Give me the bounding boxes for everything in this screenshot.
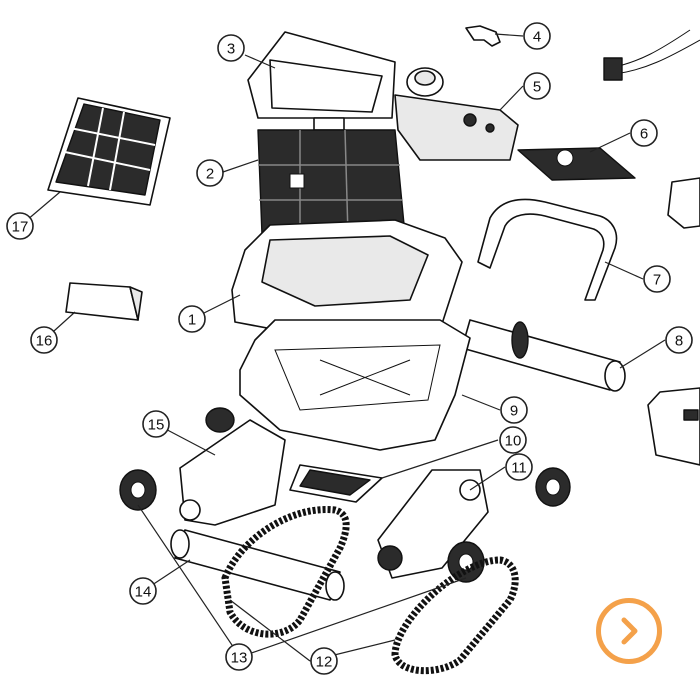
callout-15: 15	[142, 410, 170, 438]
callout-12: 12	[310, 647, 338, 675]
callout-16: 16	[30, 326, 58, 354]
chevron-right-icon	[621, 617, 638, 645]
filter-lid	[247, 31, 396, 131]
svg-text:8: 8	[675, 333, 683, 350]
filter-panel	[47, 97, 171, 206]
right-edge-part-a	[667, 177, 700, 229]
callout-14: 14	[129, 577, 157, 605]
svg-text:2: 2	[206, 166, 214, 183]
callout-9: 9	[500, 396, 528, 424]
filter-basket	[257, 129, 406, 236]
svg-text:15: 15	[148, 417, 165, 434]
base-plate	[289, 464, 383, 503]
clip-part	[465, 25, 501, 47]
callout-2: 2	[196, 159, 224, 187]
right-side-frame	[377, 469, 489, 579]
wheel-right	[535, 467, 571, 507]
svg-text:5: 5	[533, 79, 541, 96]
callout-1: 1	[178, 305, 206, 333]
callout-7: 7	[643, 265, 671, 293]
right-edge-part-b	[647, 387, 700, 466]
callout-5: 5	[523, 72, 551, 100]
svg-text:9: 9	[510, 403, 518, 420]
svg-text:12: 12	[316, 654, 333, 671]
track-left	[221, 506, 350, 638]
pump-motor-unit	[394, 67, 519, 161]
callout-10: 10	[499, 426, 527, 454]
svg-text:17: 17	[12, 219, 29, 236]
svg-text:10: 10	[505, 433, 522, 450]
svg-text:13: 13	[231, 650, 248, 667]
callout-13: 13	[225, 643, 253, 671]
track-right	[391, 556, 519, 675]
svg-text:4: 4	[533, 29, 541, 46]
callout-17: 17	[6, 212, 34, 240]
rear-roller	[461, 319, 626, 392]
svg-text:11: 11	[511, 460, 527, 477]
callout-11: 11	[505, 453, 533, 481]
svg-text:1: 1	[188, 312, 196, 329]
svg-text:14: 14	[135, 584, 152, 601]
wheel-left	[119, 469, 157, 511]
left-side-frame	[179, 407, 286, 526]
power-cable	[603, 29, 700, 81]
svg-text:6: 6	[640, 126, 648, 143]
callout-4: 4	[523, 22, 551, 50]
carry-handle	[477, 198, 618, 301]
callout-6: 6	[630, 119, 658, 147]
top-shell	[231, 219, 463, 353]
callout-8: 8	[665, 326, 693, 354]
front-roller	[170, 529, 345, 601]
svg-text:16: 16	[36, 333, 53, 350]
next-button[interactable]	[596, 598, 662, 664]
svg-text:3: 3	[227, 41, 235, 58]
svg-text:7: 7	[653, 272, 661, 289]
bracket-bar	[517, 147, 636, 181]
callout-3: 3	[217, 34, 245, 62]
wedge-part	[65, 282, 143, 321]
chassis	[239, 319, 471, 451]
